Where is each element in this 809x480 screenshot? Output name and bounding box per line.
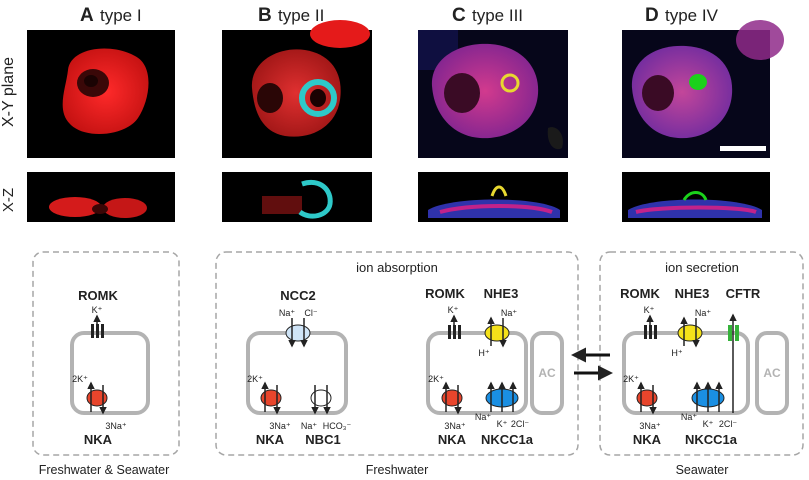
panel-type: type IV (665, 6, 719, 25)
cftr-channel (728, 325, 739, 341)
ion-na: Na⁺ (681, 412, 698, 422)
nhe3-exchanger (677, 324, 703, 342)
ion-na: Na⁺ (279, 308, 296, 318)
nka-pump (441, 389, 463, 407)
micrograph-c-xy (418, 30, 568, 158)
nka-pump (260, 389, 282, 407)
label-nhe3: NHE3 (675, 286, 710, 301)
panel-title-a: A type I (80, 5, 142, 26)
panel-type: type II (278, 6, 324, 25)
ion-na: Na⁺ (475, 412, 492, 422)
env-label-fw: Freshwater (366, 463, 429, 477)
label-nhe3: NHE3 (484, 286, 519, 301)
cell-type-ii: NCC2 Na⁺ Cl⁻ 2K⁺ 3Na⁺ NKA Na⁺ HCO₃⁻ NBC1 (246, 288, 352, 447)
label-ac: AC (538, 366, 556, 380)
label-romk: ROMK (78, 288, 118, 303)
label-romk: ROMK (425, 286, 465, 301)
micrograph-c-xz (418, 172, 568, 222)
micrograph-d-xz (622, 172, 770, 222)
box-ion-absorption (215, 251, 579, 456)
ion-3na: 3Na⁺ (105, 421, 127, 431)
panel-letter: D (645, 5, 659, 26)
ion-2cl: 2Cl⁻ (719, 419, 738, 429)
label-nka: NKA (438, 432, 467, 447)
cell-type-i: ROMK K⁺ 2K⁺ 3Na⁺ NKA (70, 288, 150, 447)
reversible-arrows (571, 347, 613, 381)
panel-letter: C (452, 5, 466, 26)
label-nka: NKA (84, 432, 113, 447)
ion-2k: 2K⁺ (247, 374, 263, 384)
cell-type-iii: AC ROMK K⁺ NHE3 Na⁺ H⁺ 2K⁺ 3Na⁺ NKA Na⁺ … (425, 286, 564, 447)
box-type-i (32, 251, 180, 456)
panel-title-b: B type II (258, 5, 324, 26)
accessory-cell (530, 331, 564, 415)
panel-type: type I (100, 6, 142, 25)
ion-na: Na⁺ (501, 308, 518, 318)
row-label-xz: X-Z (0, 188, 17, 212)
nka-pump (86, 389, 108, 407)
ion-2k: 2K⁺ (428, 374, 444, 384)
env-label-sw: Seawater (676, 463, 729, 477)
nbc1-transporter (310, 389, 332, 407)
ion-k: K⁺ (703, 419, 714, 429)
ion-hco3: HCO₃⁻ (323, 421, 352, 431)
box-title-absorption: ion absorption (356, 260, 438, 275)
cell-type-iv: AC ROMK K⁺ NHE3 Na⁺ H⁺ CFTR 2K⁺ 3Na⁺ NKA (620, 286, 789, 447)
label-ncc2: NCC2 (280, 288, 315, 303)
box-ion-secretion (599, 251, 804, 456)
ion-3na: 3Na⁺ (444, 421, 466, 431)
panel-letter: B (258, 5, 272, 26)
panel-title-d: D type IV (645, 5, 719, 26)
label-nkcc1a: NKCC1a (481, 432, 534, 447)
micrograph-a-xy (27, 30, 175, 158)
ion-2k: 2K⁺ (623, 374, 639, 384)
label-ac: AC (763, 366, 781, 380)
accessory-cell (755, 331, 789, 415)
ncc2-transporter (285, 324, 311, 342)
ion-cl: Cl⁻ (304, 308, 317, 318)
panel-type: type III (472, 6, 523, 25)
box-title-secretion: ion secretion (665, 260, 739, 275)
micrograph-a-xz (27, 172, 175, 222)
label-romk: ROMK (620, 286, 660, 301)
ion-3na: 3Na⁺ (639, 421, 661, 431)
ion-k: K⁺ (448, 305, 459, 315)
label-nka: NKA (256, 432, 285, 447)
micrograph-d-xy (622, 20, 784, 158)
ion-na: Na⁺ (301, 421, 318, 431)
ion-k: K⁺ (497, 419, 508, 429)
ion-2k: 2K⁺ (72, 374, 88, 384)
nhe3-exchanger (484, 324, 510, 342)
label-nka: NKA (633, 432, 662, 447)
scale-bar (720, 146, 766, 151)
ion-3na: 3Na⁺ (269, 421, 291, 431)
label-nbc1: NBC1 (305, 432, 340, 447)
env-label-fw-sw: Freshwater & Seawater (39, 463, 170, 477)
ion-na: Na⁺ (695, 308, 712, 318)
ion-k: K⁺ (644, 305, 655, 315)
panel-title-c: C type III (452, 5, 523, 26)
ion-2cl: 2Cl⁻ (511, 419, 530, 429)
micrograph-b-xz (222, 172, 372, 222)
panel-letter: A (80, 5, 94, 26)
ion-h: H⁺ (478, 348, 489, 358)
label-nkcc1a: NKCC1a (685, 432, 738, 447)
ion-h: H⁺ (671, 348, 682, 358)
micrograph-b-xy (222, 20, 372, 158)
nka-pump (636, 389, 658, 407)
row-label-xy: X-Y plane (0, 57, 17, 127)
ion-k: K⁺ (92, 305, 103, 315)
label-cftr: CFTR (726, 286, 761, 301)
